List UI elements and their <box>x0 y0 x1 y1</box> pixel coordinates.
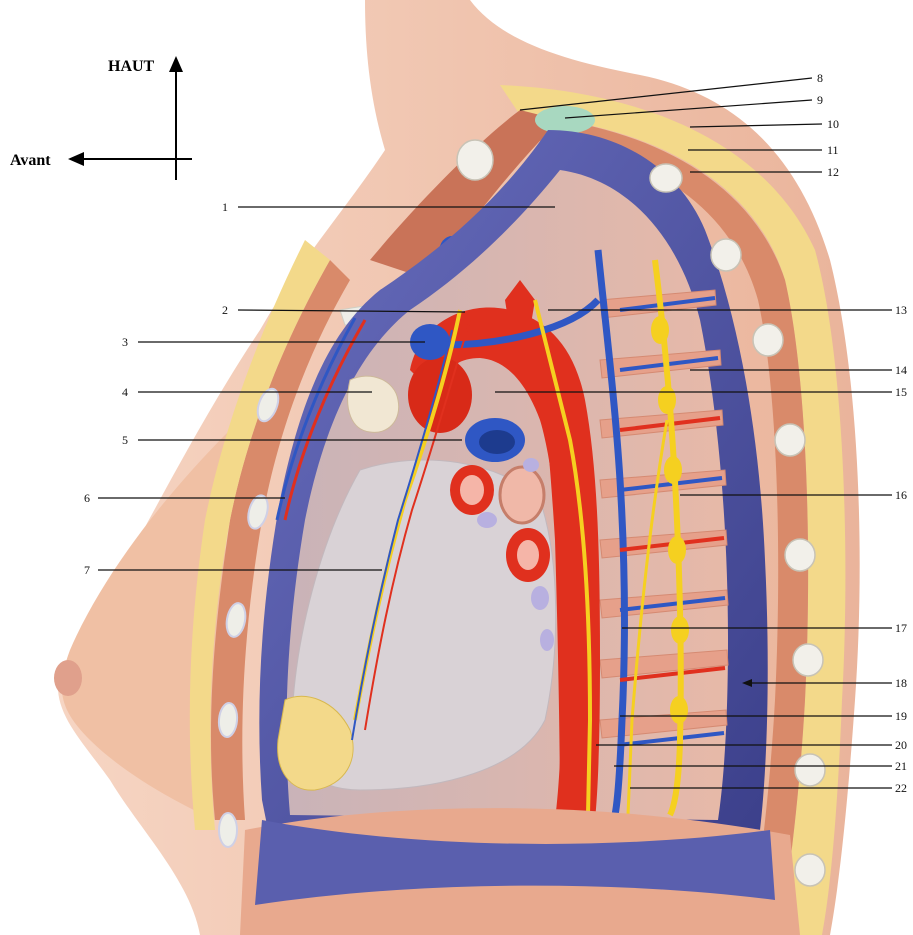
callout-16: 16 <box>895 488 907 502</box>
front-label: Avant <box>10 152 51 169</box>
callout-14: 14 <box>895 363 907 377</box>
lymph-node-1 <box>477 512 497 528</box>
callout-9: 9 <box>817 93 823 107</box>
callout-3: 3 <box>122 335 128 349</box>
callout-19: 19 <box>895 709 907 723</box>
pleural-dome-cap <box>535 106 595 134</box>
callout-5: 5 <box>122 433 128 447</box>
callout-10: 10 <box>827 117 839 131</box>
pulmonary-vein-lower-lumen <box>517 540 539 570</box>
callout-22: 22 <box>895 781 907 795</box>
front-arrow-icon <box>68 152 84 166</box>
callout-13: 13 <box>895 303 907 317</box>
callout-4: 4 <box>122 385 128 399</box>
callout-1: 1 <box>222 200 228 214</box>
pulmonary-vein-upper-lumen <box>479 430 515 454</box>
callout-12: 12 <box>827 165 839 179</box>
main-bronchus <box>500 467 544 523</box>
up-arrow-icon <box>169 56 183 72</box>
callout-17: 17 <box>895 621 907 635</box>
pulmonary-artery-lumen <box>460 475 484 505</box>
up-label: HAUT <box>108 58 155 75</box>
lymph-node-2 <box>531 586 549 610</box>
lymph-node-4 <box>523 458 539 472</box>
callout-7: 7 <box>84 563 90 577</box>
lymph-node-3 <box>540 629 554 651</box>
callout-18: 18 <box>895 676 907 690</box>
callout-11: 11 <box>827 143 839 157</box>
callout-2: 2 <box>222 303 228 317</box>
callout-6: 6 <box>84 491 90 505</box>
callout-8: 8 <box>817 71 823 85</box>
callout-21: 21 <box>895 759 907 773</box>
callout-15: 15 <box>895 385 907 399</box>
nipple <box>54 660 82 696</box>
orientation-indicator: HAUT Avant <box>10 56 192 180</box>
callout-20: 20 <box>895 738 907 752</box>
